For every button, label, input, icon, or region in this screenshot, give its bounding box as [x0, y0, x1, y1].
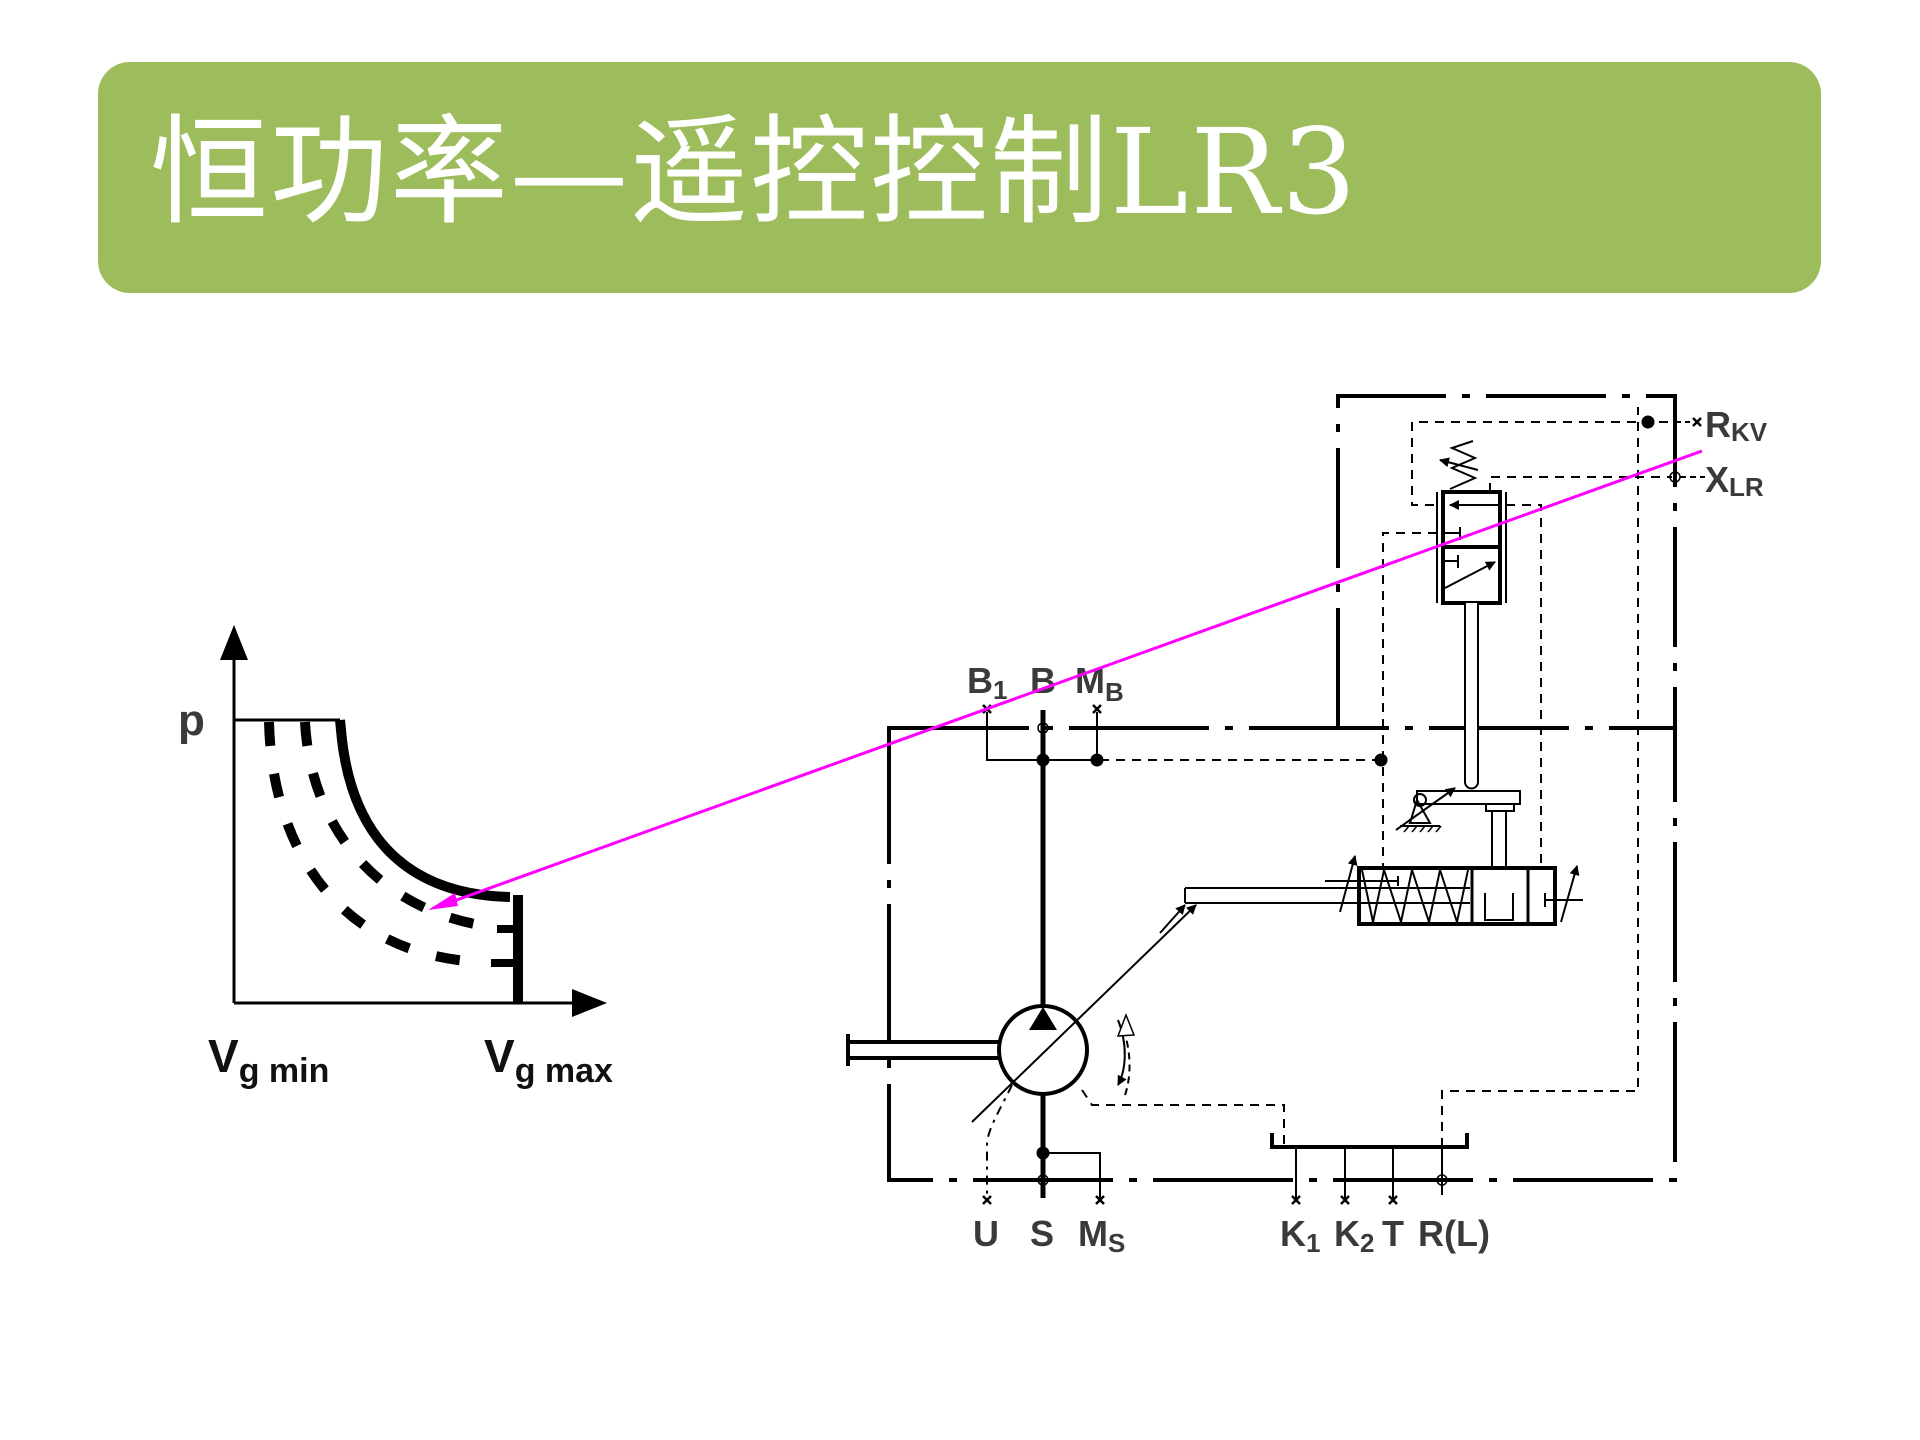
port-marker-K2 [1340, 1195, 1350, 1205]
x-max-label: Vg max [484, 1030, 613, 1090]
rotation-arrow-dashed-icon [1124, 1034, 1131, 1096]
y-axis-arrow-icon [220, 625, 248, 660]
lever-cap [1485, 803, 1515, 812]
port-marker-K1 [1291, 1195, 1301, 1205]
plunger-cup [1484, 893, 1514, 921]
port-label-MS: MS [1078, 1213, 1125, 1258]
port-marker-T [1388, 1195, 1398, 1205]
rotation-arrow-open-icon [1116, 1012, 1136, 1037]
port-label-T: T [1382, 1213, 1404, 1254]
stroking-cylinder [1357, 866, 1557, 926]
junction-dot [1374, 753, 1388, 767]
port-label-K2: K2 [1334, 1213, 1374, 1258]
junction-dot [1641, 415, 1655, 429]
adjustable-spring-icon [1449, 440, 1478, 490]
port-label-RL: R(L) [1418, 1213, 1490, 1254]
port-label-MB: MB [1075, 660, 1124, 707]
cylinder-adjust-arrow-right [1560, 865, 1580, 923]
x-axis-arrow-icon [572, 989, 607, 1017]
case-drain-line-U [986, 1084, 1013, 1200]
pump-box-outline [887, 726, 1677, 1182]
cylinder-stop [1544, 893, 1583, 907]
valve-arrow-icon [1444, 561, 1496, 589]
case-drain-line [1081, 1089, 1285, 1147]
valve-stem [1464, 603, 1479, 790]
slide-title: 恒功率—遥控控制LR3 [150, 103, 1359, 241]
y-axis-label: p [178, 696, 205, 745]
piston-rod [1184, 887, 1470, 904]
adjust-arrow [1395, 787, 1456, 831]
pilot-line-XLR [1489, 476, 1672, 492]
lever-bar [1416, 790, 1521, 805]
port-label-XLR: XLR [1705, 459, 1764, 502]
port-label-B1: B1 [967, 660, 1007, 705]
cylinder-spring-icon [1361, 866, 1469, 926]
port-bracket [1270, 1133, 1469, 1149]
port-label-S: S [1030, 1213, 1054, 1254]
junction-dot [1036, 753, 1050, 767]
port-open-circle [1436, 1174, 1448, 1186]
pivot-icon [1413, 793, 1427, 807]
drain-line-R [1441, 407, 1639, 1147]
port-open-circle [1037, 722, 1049, 734]
spring-adjust-arrow [1439, 457, 1479, 471]
hydraulic-schematic [846, 394, 1705, 1205]
port-label-U: U [973, 1213, 999, 1254]
port-label-K1: K1 [1280, 1213, 1320, 1258]
pump-direction-icon [1029, 1007, 1057, 1030]
port-open-circle [1037, 1174, 1049, 1186]
annotation-line [439, 449, 1703, 908]
power-curve-graph: p Vg min Vg max [178, 625, 613, 1090]
pump-symbol [997, 1004, 1089, 1096]
port-marker-MB [1092, 704, 1102, 714]
title-banner: 恒功率—遥控控制LR3 [98, 62, 1821, 293]
port-labels: B1 B MB RKV XLR U S MS K1 K2 T R(L) [967, 404, 1768, 1258]
swash-link-arrow [1159, 904, 1186, 934]
annotation-arrow [428, 449, 1703, 910]
cylinder-adjust-arrow-left [1339, 855, 1358, 913]
port-label-B: B [1030, 660, 1056, 701]
valve-blocked-port [1443, 527, 1461, 568]
drive-shaft [846, 1034, 999, 1066]
variable-displacement-arrow [971, 904, 1197, 1123]
annotation-arrowhead-icon [428, 893, 458, 910]
control-box-outline [1336, 394, 1677, 728]
port-label-RKV: RKV [1705, 404, 1768, 447]
port-marker-RKV [1692, 417, 1702, 427]
pilot-line-right [1506, 504, 1542, 868]
pilot-line-left [1382, 532, 1437, 868]
port-MS-line [1043, 1152, 1101, 1198]
cylinder-rod-guide [1325, 876, 1399, 886]
port-marker-U [982, 1195, 992, 1205]
rotation-arrow-icon [1117, 1019, 1127, 1086]
pilot-line-RKV [1411, 421, 1668, 506]
port-marker-MS [1095, 1195, 1105, 1205]
dashed-power-curve-1 [264, 721, 481, 967]
x-min-label: Vg min [208, 1030, 329, 1090]
ground-hatch-icon [1403, 825, 1442, 833]
